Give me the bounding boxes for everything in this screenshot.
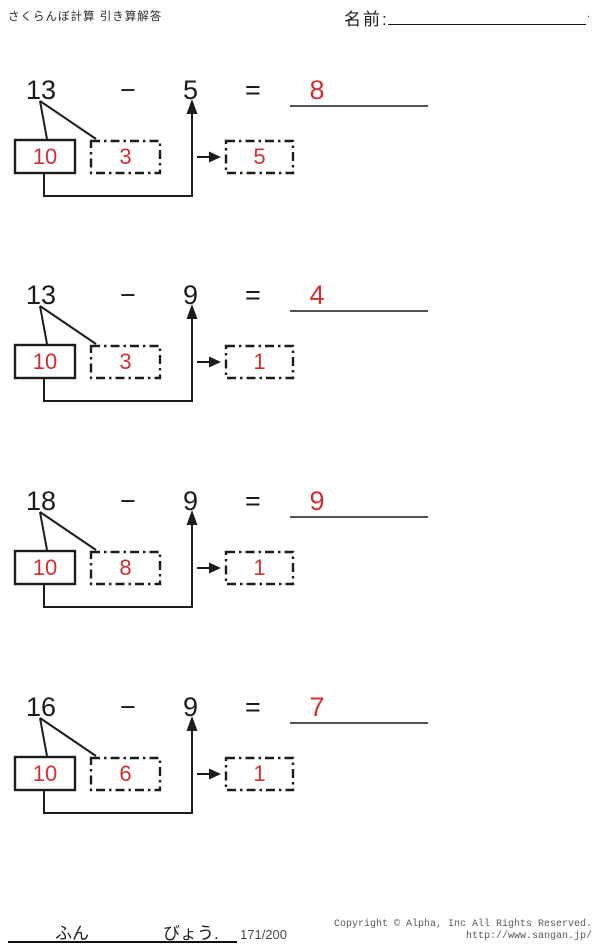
page-number: 171/200 — [240, 927, 287, 942]
answer: 8 — [309, 75, 325, 105]
up-arrowhead-icon — [186, 99, 198, 114]
ones-value: 8 — [119, 555, 132, 580]
minus-sign: − — [120, 75, 136, 105]
minuend: 18 — [26, 486, 57, 516]
problem-1: 13 − 5 = 8 10 3 5 — [0, 75, 460, 215]
partial-box-outline — [224, 550, 295, 586]
up-arrowhead-icon — [186, 716, 198, 731]
fan-line-left — [39, 305, 48, 345]
minus-sign: − — [120, 486, 136, 516]
ones-box-outline — [89, 139, 162, 175]
tens-value: 10 — [32, 761, 58, 786]
partial-value: 1 — [253, 349, 266, 374]
problem-2: 13 − 9 = 4 10 3 1 — [0, 280, 460, 420]
cherry-diagram — [13, 510, 428, 608]
problem-3: 18 − 9 = 9 10 8 1 — [0, 486, 460, 626]
partial-value: 5 — [253, 144, 266, 169]
minus-sign: − — [120, 692, 136, 722]
fan-line-right — [39, 305, 97, 345]
up-arrowhead-icon — [186, 304, 198, 319]
equals-sign: = — [245, 692, 261, 722]
minuend: 13 — [26, 280, 57, 310]
elbow-arrow-line — [43, 728, 193, 814]
answer: 4 — [309, 280, 325, 310]
equals-sign: = — [245, 486, 261, 516]
cherry-diagram — [13, 716, 428, 814]
partial-value: 1 — [253, 555, 266, 580]
equals-sign: = — [245, 280, 261, 310]
right-arrowhead-icon — [209, 562, 221, 574]
answer: 9 — [309, 486, 325, 516]
partial-box-outline — [224, 139, 295, 175]
subtrahend: 9 — [183, 280, 199, 310]
ones-value: 6 — [119, 761, 132, 786]
answer: 7 — [309, 692, 325, 722]
fan-line-right — [39, 717, 97, 757]
name-line-period: . — [587, 8, 591, 20]
seconds-label: びょう. — [163, 924, 219, 943]
partial-box-outline — [224, 756, 295, 792]
fan-line-left — [39, 100, 48, 140]
copyright: Copyright © Alpha, Inc All Rights Reserv… — [334, 919, 592, 943]
worksheet-title: さくらんぼ計算 引き算解答 — [8, 11, 163, 23]
ones-value: 3 — [119, 349, 132, 374]
copyright-url: http://www.sangan.jp/ — [465, 931, 592, 942]
partial-value: 1 — [253, 761, 266, 786]
fan-line-left — [39, 717, 48, 757]
partial-box-outline — [224, 344, 295, 380]
minutes-label: ふん — [55, 924, 89, 943]
ones-value: 3 — [119, 144, 132, 169]
subtrahend: 9 — [183, 486, 199, 516]
right-arrowhead-icon — [209, 768, 221, 780]
copyright-line: Copyright © Alpha, Inc All Rights Reserv… — [333, 919, 592, 930]
right-arrowhead-icon — [209, 151, 221, 163]
name-entry-line — [388, 24, 586, 25]
right-arrowhead-icon — [209, 356, 221, 368]
problem-4: 16 − 9 = 7 10 6 1 — [0, 692, 460, 832]
tens-value: 10 — [32, 349, 58, 374]
tens-value: 10 — [32, 144, 58, 169]
fan-line-right — [39, 511, 97, 551]
cherry-diagram — [13, 304, 428, 402]
minuend: 16 — [26, 692, 57, 722]
subtrahend: 9 — [183, 692, 199, 722]
fan-line-right — [39, 100, 97, 140]
minuend: 13 — [26, 75, 57, 105]
equals-sign: = — [245, 75, 261, 105]
ones-box-outline — [89, 550, 162, 586]
cherry-diagram — [13, 99, 428, 197]
name-label: 名前: — [344, 10, 389, 29]
ones-box-outline — [89, 344, 162, 380]
elbow-arrow-line — [43, 522, 193, 608]
elbow-arrow-line — [43, 111, 193, 197]
fan-line-left — [39, 511, 48, 551]
elbow-arrow-line — [43, 316, 193, 402]
up-arrowhead-icon — [186, 510, 198, 525]
subtrahend: 5 — [183, 75, 199, 105]
minus-sign: − — [120, 280, 136, 310]
time-entry-line — [8, 941, 237, 943]
tens-value: 10 — [32, 555, 58, 580]
ones-box-outline — [89, 756, 162, 792]
